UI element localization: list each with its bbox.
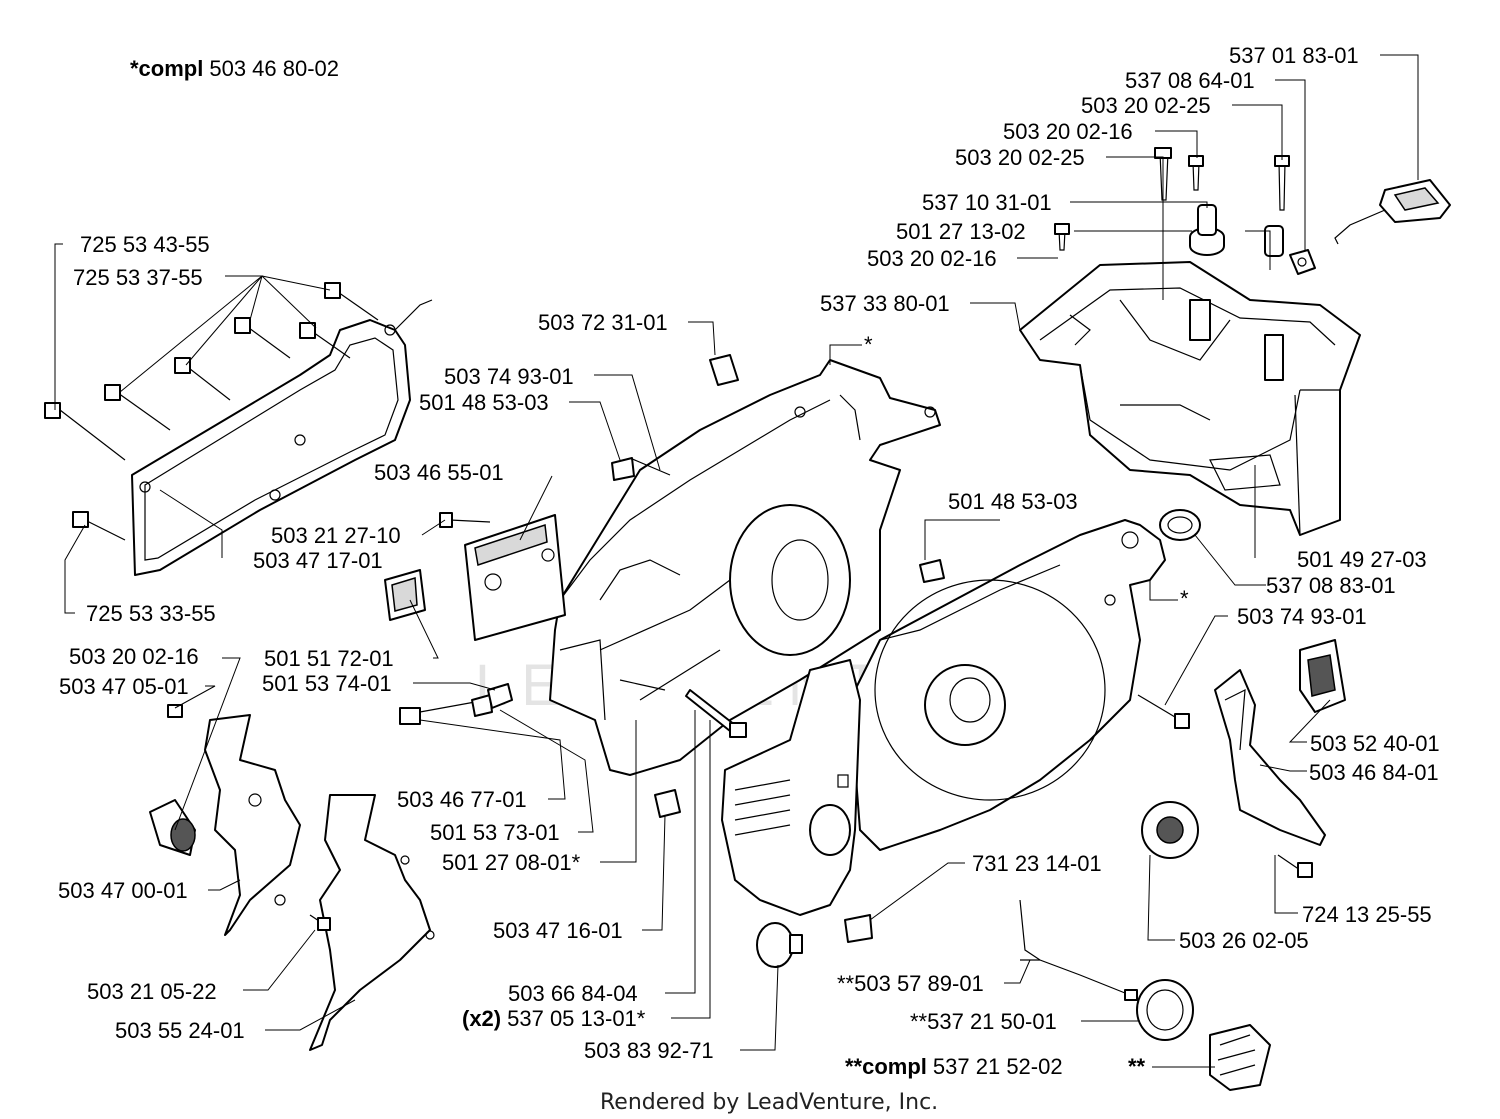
side-cover-part (721, 659, 861, 916)
gasket-part (131, 299, 433, 576)
label-501-51-72-01: 501 51 72-01 (264, 646, 394, 671)
label-501-53-73-01: 501 53 73-01 (430, 820, 560, 845)
label-star-right: * (1180, 586, 1189, 611)
label-725-53-33-55: 725 53 33-55 (86, 601, 216, 626)
screw-part (1054, 147, 1290, 251)
bottom-title-number: 537 21 52-02 (933, 1054, 1063, 1079)
footer-credit: Rendered by LeadVenture, Inc. (600, 1090, 938, 1115)
label-503-47-16-01: 503 47 16-01 (493, 918, 623, 943)
label-503-46-55-01: 503 46 55-01 (374, 460, 504, 485)
label-537-08-83-01: 537 08 83-01 (1266, 573, 1396, 598)
label-503-21-27-10: 503 21 27-10 (271, 523, 401, 548)
label-503-74-93-01-b: 503 74 93-01 (1237, 604, 1367, 629)
gasket-bolts-part (44, 282, 379, 541)
title-prefix: *compl (130, 56, 203, 81)
label-537-10-31-01: 537 10 31-01 (922, 190, 1052, 215)
label-503-55-24-01: 503 55 24-01 (115, 1018, 245, 1043)
label-503-66-84-04: 503 66 84-04 (508, 981, 638, 1006)
label-503-46-77-01: 503 46 77-01 (397, 787, 527, 812)
label-503-20-02-25-a: 503 20 02-25 (1081, 93, 1211, 118)
label-537-21-50-01: **537 21 50-01 (910, 1009, 1057, 1034)
fuel-cap-seal-part (1136, 979, 1194, 1041)
label-725-53-37-55: 725 53 37-55 (73, 265, 203, 290)
leader-lines (54, 54, 1419, 1068)
crankcase-left-part (549, 359, 941, 776)
plug-part (756, 922, 803, 968)
label-star-top: * (864, 332, 873, 357)
label-725-53-43-55: 725 53 43-55 (80, 232, 210, 257)
bottom-title-prefix: **compl (845, 1054, 927, 1079)
screw-right-part (1137, 694, 1313, 878)
label-503-46-84-01: 503 46 84-01 (1309, 760, 1439, 785)
seal-block-part (1299, 639, 1346, 713)
label-503-47-05-01: 503 47 05-01 (59, 674, 189, 699)
oring-part (1159, 509, 1201, 541)
label-503-20-02-16-a: 503 20 02-16 (1003, 119, 1133, 144)
label-503-20-02-25-b: 503 20 02-25 (955, 145, 1085, 170)
choke-knob-part (1334, 179, 1451, 245)
tank-cover-part (1019, 261, 1361, 536)
label-503-20-02-16-c: 503 20 02-16 (69, 644, 199, 669)
fuel-cap-part (1209, 1024, 1271, 1091)
label-724-13-25-55: 724 13 25-55 (1302, 902, 1432, 927)
crankcase-right-part (849, 519, 1166, 851)
long-bolt-part (619, 679, 747, 738)
label-501-48-53-03-a: 501 48 53-03 (419, 390, 549, 415)
label-503-52-40-01: 503 52 40-01 (1310, 731, 1440, 756)
oil-pump-cover-part (1214, 669, 1326, 846)
label-537-05-13-01-number: 537 05 13-01* (507, 1006, 646, 1031)
label-537-05-13-01: (x2)537 05 13-01* (462, 1006, 646, 1031)
label-503-57-89-01: **503 57 89-01 (837, 971, 984, 996)
fuel-pickup-part (1019, 899, 1138, 1001)
label-501-49-27-03: 501 49 27-03 (1297, 547, 1427, 572)
label-501-53-74-01: 501 53 74-01 (262, 671, 392, 696)
label-537-08-64-01: 537 08 64-01 (1125, 68, 1255, 93)
title-number: 503 46 80-02 (209, 56, 339, 81)
label-503-47-17-01: 503 47 17-01 (253, 548, 383, 573)
bumper-spike-part (204, 714, 435, 1051)
label-537-01-83-01: 537 01 83-01 (1229, 43, 1359, 68)
label-503-26-02-05: 503 26 02-05 (1179, 928, 1309, 953)
label-503-21-05-22: 503 21 05-22 (87, 979, 217, 1004)
label-501-48-53-03-b: 501 48 53-03 (948, 489, 1078, 514)
nut-part (1289, 249, 1316, 275)
bearing-part (1141, 801, 1199, 859)
label-503-74-93-01-a: 503 74 93-01 (444, 364, 574, 389)
label-501-27-13-02: 501 27 13-02 (896, 219, 1026, 244)
label-503-72-31-01: 503 72 31-01 (538, 310, 668, 335)
label-537-33-80-01: 537 33 80-01 (820, 291, 950, 316)
label-503-83-92-71: 503 83 92-71 (584, 1038, 714, 1063)
label-503-20-02-16-b: 503 20 02-16 (867, 246, 997, 271)
nut-lower-part (844, 914, 873, 943)
label-501-27-08-01: 501 27 08-01* (442, 850, 581, 875)
label-731-23-14-01: 731 23 14-01 (972, 851, 1102, 876)
bolt-part (399, 354, 945, 818)
rubber-buffer-part (149, 704, 331, 931)
label-double-star: ** (1128, 1054, 1146, 1079)
label-503-47-00-01: 503 47 00-01 (58, 878, 188, 903)
block-part (384, 569, 426, 621)
label-537-05-13-01-prefix: (x2) (462, 1006, 501, 1031)
guide-plate-part (464, 514, 566, 641)
